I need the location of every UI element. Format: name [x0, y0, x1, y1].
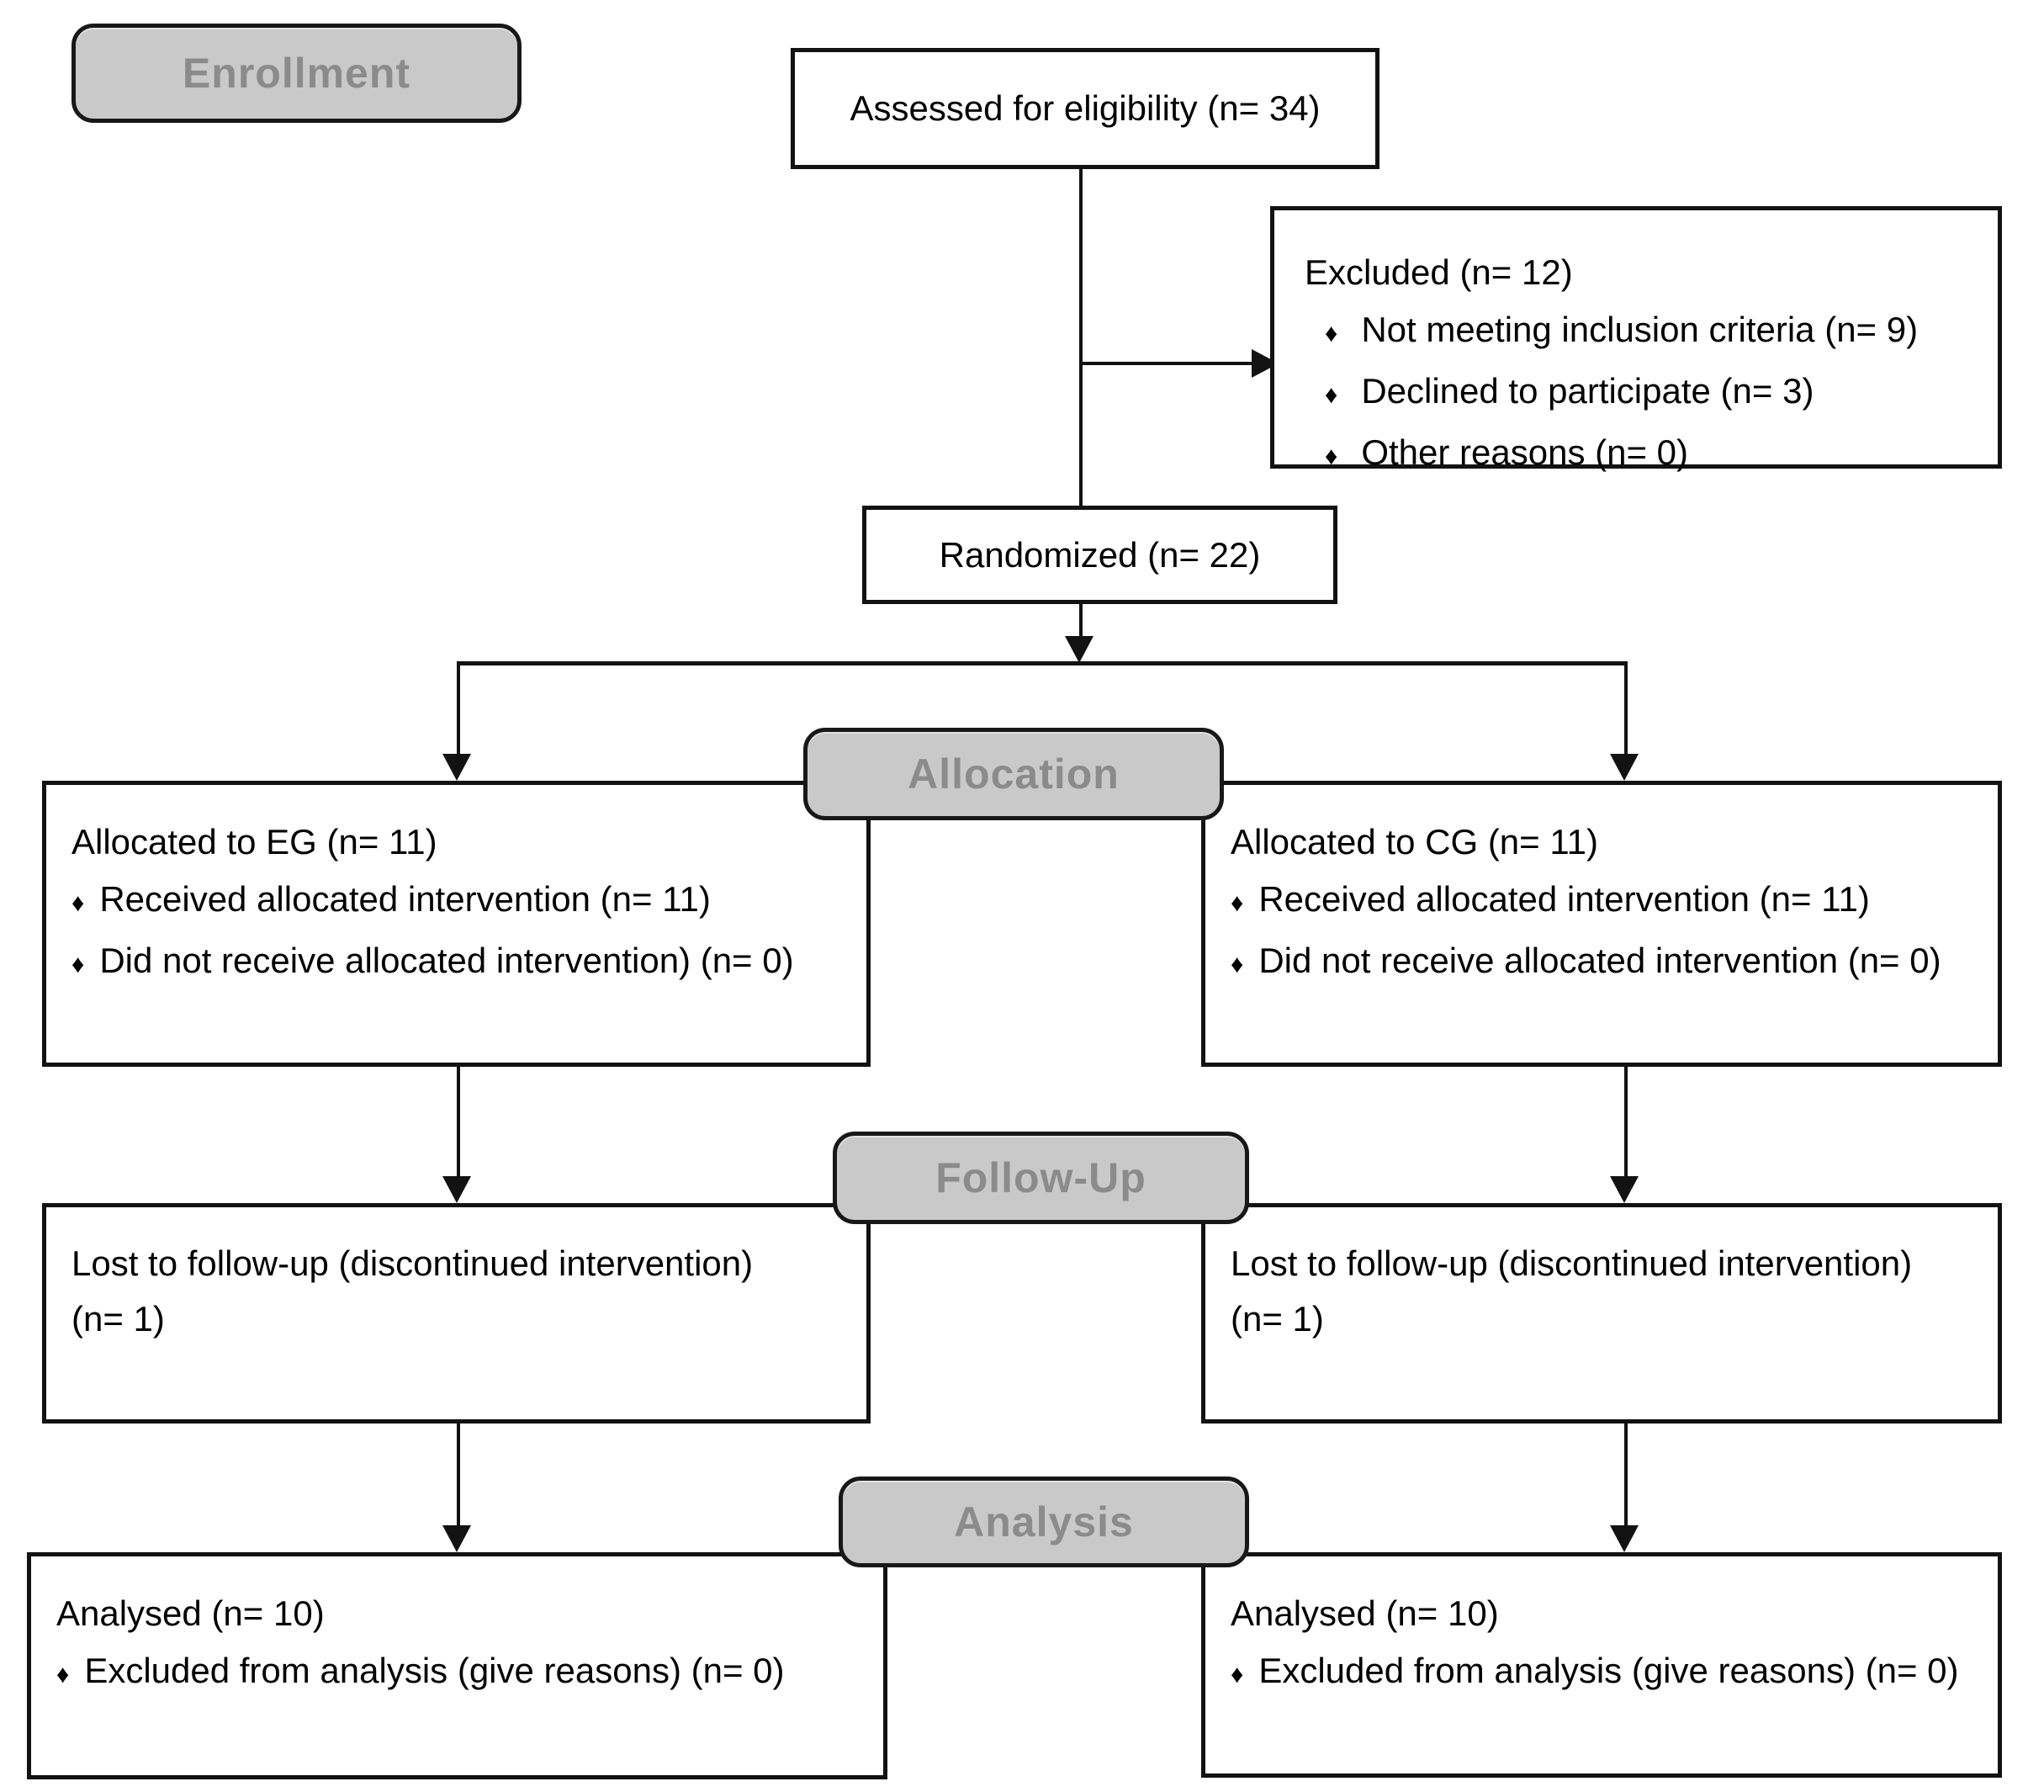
allocation-left-item-text: Did not receive allocated intervention) …: [99, 941, 794, 980]
excluded-item-text: Other reasons (n= 0): [1361, 432, 1688, 472]
arrow-down-icon: [1610, 1176, 1639, 1203]
arrow-down-icon: [442, 1176, 471, 1203]
bullet-item: ♦ Other reasons (n= 0): [1305, 424, 1967, 485]
randomized-text: Randomized (n= 22): [939, 534, 1261, 575]
excluded-item-text: Not meeting inclusion criteria (n= 9): [1361, 310, 1919, 349]
bullet-item: ♦ Excluded from analysis (give reasons) …: [56, 1642, 858, 1704]
connector-split-line: [457, 661, 1628, 665]
arrow-down-icon: [442, 754, 471, 781]
excluded-item-text: Declined to participate (n= 3): [1361, 371, 1814, 411]
arrow-down-icon: [1065, 636, 1093, 663]
analysis-left-box: Analysed (n= 10) ♦ Excluded from analysi…: [27, 1552, 887, 1779]
excluded-title: Excluded (n= 12): [1305, 252, 1573, 292]
randomized-box: Randomized (n= 22): [862, 506, 1337, 604]
connector-randomized-to-split: [1079, 604, 1083, 638]
analysis-right-box: Analysed (n= 10) ♦ Excluded from analysi…: [1201, 1552, 2002, 1778]
diamond-bullet-icon: ♦: [1231, 1661, 1244, 1689]
arrow-down-icon: [1610, 754, 1639, 781]
diamond-bullet-icon: ♦: [1325, 320, 1338, 347]
analysis-right-title: Analysed (n= 10): [1231, 1593, 1499, 1633]
bullet-item: ♦ Did not receive allocated intervention…: [1231, 932, 1973, 994]
bullet-item: ♦ Not meeting inclusion criteria (n= 9): [1305, 301, 1967, 363]
followup-left-line2: (n= 1): [71, 1299, 165, 1339]
analysis-left-item-text: Excluded from analysis (give reasons) (n…: [84, 1651, 785, 1690]
stage-analysis: Analysis: [839, 1477, 1249, 1567]
stage-followup-label: Follow-Up: [935, 1154, 1146, 1201]
diamond-bullet-icon: ♦: [56, 1661, 70, 1689]
connector-alloc-to-followup-right: [1624, 1067, 1628, 1176]
allocation-left-title: Allocated to EG (n= 11): [71, 822, 437, 862]
arrow-down-icon: [1610, 1525, 1639, 1552]
bullet-item: ♦ Declined to participate (n= 3): [1305, 363, 1967, 424]
stage-followup: Follow-Up: [833, 1132, 1249, 1224]
allocation-right-item-text: Did not receive allocated intervention (…: [1258, 941, 1941, 980]
followup-right-line1: Lost to follow-up (discontinued interven…: [1231, 1243, 1913, 1283]
stage-allocation-label: Allocation: [908, 750, 1120, 798]
assessed-box: Assessed for eligibility (n= 34): [791, 48, 1379, 169]
connector-to-excluded: [1081, 362, 1253, 365]
arrow-down-icon: [442, 1525, 471, 1552]
bullet-item: ♦ Received allocated intervention (n= 11…: [1231, 871, 1973, 932]
diamond-bullet-icon: ♦: [71, 951, 85, 978]
allocation-left-item-text: Received allocated intervention (n= 11): [99, 879, 711, 919]
assessed-text: Assessed for eligibility (n= 34): [850, 88, 1321, 128]
diamond-bullet-icon: ♦: [71, 889, 85, 917]
allocation-left-box: Allocated to EG (n= 11) ♦ Received alloc…: [42, 781, 871, 1067]
followup-left-line1: Lost to follow-up (discontinued interven…: [71, 1243, 754, 1283]
stage-analysis-label: Analysis: [954, 1498, 1134, 1545]
bullet-item: ♦ Did not receive allocated intervention…: [71, 932, 841, 994]
diamond-bullet-icon: ♦: [1231, 951, 1244, 978]
connector-followup-to-analysis-left: [457, 1424, 460, 1525]
stage-enrollment: Enrollment: [71, 24, 522, 123]
bullet-item: ♦ Excluded from analysis (give reasons) …: [1231, 1642, 1973, 1704]
followup-right-box: Lost to follow-up (discontinued interven…: [1201, 1203, 2002, 1424]
analysis-left-title: Analysed (n= 10): [56, 1593, 325, 1633]
followup-right-line2: (n= 1): [1231, 1299, 1324, 1339]
bullet-item: ♦ Received allocated intervention (n= 11…: [71, 871, 841, 932]
analysis-right-item-text: Excluded from analysis (give reasons) (n…: [1258, 1651, 1959, 1690]
allocation-right-box: Allocated to CG (n= 11) ♦ Received alloc…: [1201, 781, 2002, 1067]
diamond-bullet-icon: ♦: [1325, 443, 1338, 470]
stage-enrollment-label: Enrollment: [182, 50, 411, 97]
excluded-box: Excluded (n= 12) ♦ Not meeting inclusion…: [1270, 206, 2002, 472]
stage-allocation: Allocation: [803, 728, 1224, 820]
allocation-right-item-text: Received allocated intervention (n= 11): [1258, 879, 1870, 919]
connector-followup-to-analysis-right: [1624, 1424, 1628, 1525]
diamond-bullet-icon: ♦: [1231, 889, 1244, 917]
connector-assessed-to-randomized: [1079, 168, 1083, 506]
connector-split-to-alloc-right: [1624, 663, 1628, 754]
allocation-right-title: Allocated to CG (n= 11): [1231, 822, 1598, 862]
diamond-bullet-icon: ♦: [1325, 381, 1338, 409]
connector-alloc-to-followup-left: [457, 1067, 460, 1176]
followup-left-box: Lost to follow-up (discontinued interven…: [42, 1203, 871, 1424]
connector-split-to-alloc-left: [457, 663, 460, 754]
